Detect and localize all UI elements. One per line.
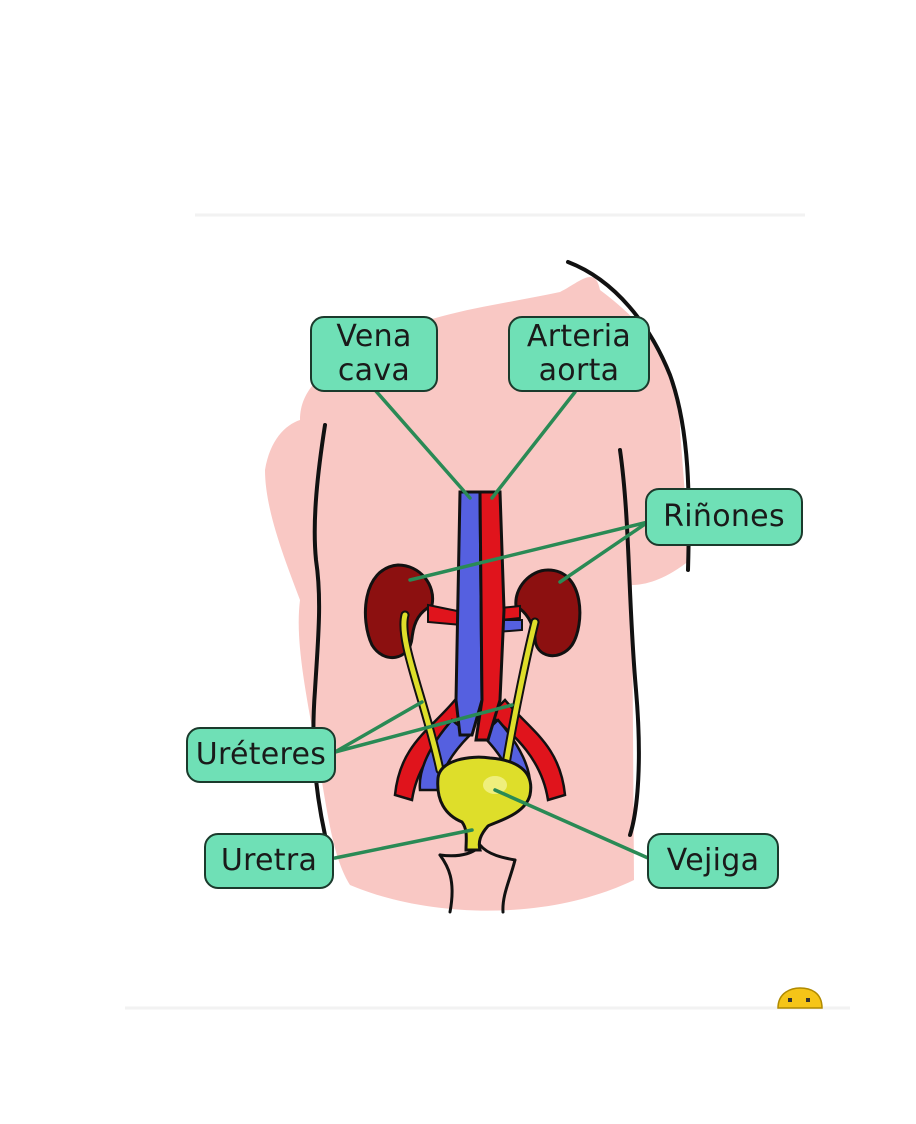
label-vejiga: Vejiga <box>647 833 779 889</box>
left-kidney-shape <box>363 563 435 660</box>
leader-ureter-left <box>333 700 424 754</box>
vena-cava-vessel <box>454 490 484 737</box>
label-vena-cava: Vena cava <box>310 316 438 392</box>
leader-aorta <box>490 390 577 500</box>
aorta-vessel <box>474 490 506 742</box>
label-uretra: Uretra <box>204 833 334 889</box>
leader-kidney-right <box>558 520 650 584</box>
vessel-divider <box>479 491 483 701</box>
label-rinones: Riñones <box>645 488 803 546</box>
left-ureter <box>401 612 443 773</box>
mascot-icon <box>777 987 823 1009</box>
leader-bladder <box>493 788 650 860</box>
leader-lines <box>333 388 650 860</box>
leader-urethra <box>333 828 474 860</box>
label-arteria-aorta: Arteria aorta <box>508 316 650 392</box>
label-ureteres: Uréteres <box>186 727 336 783</box>
leader-vena-cava <box>373 388 472 500</box>
right-ureter <box>502 619 538 773</box>
leader-ureter-right <box>333 703 514 754</box>
leader-kidney-left <box>408 520 650 582</box>
bladder-highlight <box>483 776 507 794</box>
bladder-shape <box>436 755 533 852</box>
right-kidney-shape <box>514 568 582 658</box>
